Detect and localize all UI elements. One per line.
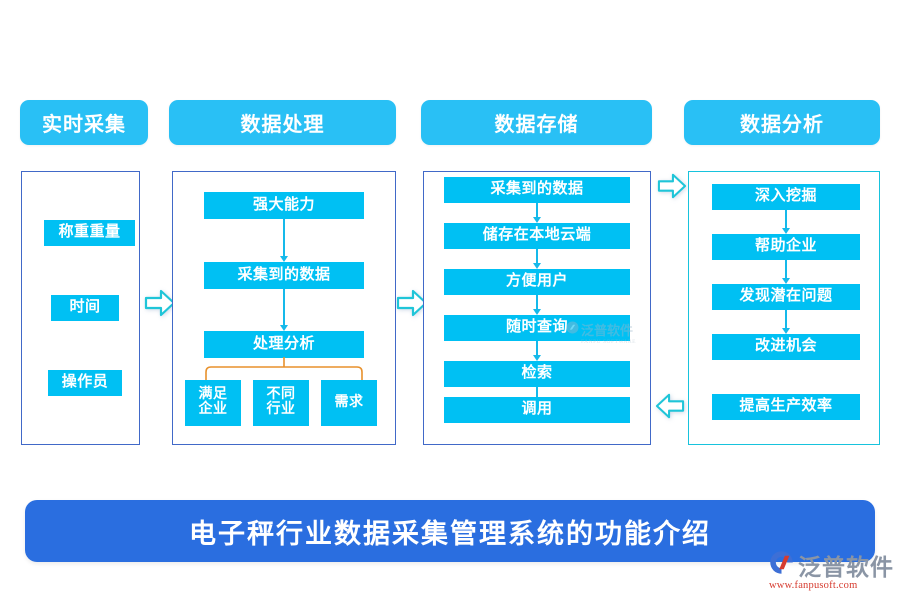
column-header-data-analysis: 数据分析 (684, 100, 880, 145)
chip-label: 随时查询 (505, 319, 568, 336)
connector-arrowhead (781, 228, 790, 234)
branch-connector (205, 357, 363, 384)
connector-line (536, 295, 539, 313)
chip-store-local-cloud: 储存在本地云端 (444, 223, 630, 249)
connector-line (536, 249, 539, 267)
chip-satisfy-enterprise: 满足 企业 (185, 380, 241, 426)
arrow-col1-to-col2-icon (144, 288, 176, 323)
chip-anytime-query: 随时查询 (444, 315, 630, 341)
chip-label: 帮助企业 (754, 238, 817, 255)
connector-arrowhead (532, 355, 541, 361)
chip-demand: 需求 (321, 380, 377, 426)
connector-arrowhead (532, 217, 541, 223)
chip-label: 方便用户 (505, 273, 568, 290)
connector-arrowhead (279, 256, 288, 262)
banner-title: 电子秤行业数据采集管理系统的功能介绍 (189, 518, 711, 549)
column-header-label: 数据存储 (494, 114, 579, 136)
chip-label: 提高生产效率 (739, 398, 833, 415)
chip-improve-productivity: 提高生产效率 (712, 394, 860, 420)
chip-label: 处理分析 (252, 335, 315, 352)
chip-invoke: 调用 (444, 397, 630, 423)
arrow-col4-to-col3-icon (655, 392, 685, 425)
connector-arrowhead (532, 263, 541, 269)
chip-time: 时间 (51, 295, 119, 321)
connector-line (283, 289, 286, 328)
connector-line (283, 219, 286, 259)
chip-label: 深入挖掘 (754, 188, 817, 205)
connector-line (785, 260, 788, 282)
chip-label: 称重重量 (58, 224, 121, 241)
chip-label: 检索 (521, 365, 553, 382)
chip-retrieval: 检索 (444, 361, 630, 387)
chip-label-line2: 行业 (266, 402, 296, 417)
chip-label: 储存在本地云端 (482, 227, 592, 244)
connector-arrowhead (781, 278, 790, 284)
brand-logo-url: www.fanpusoft.com (769, 580, 858, 591)
connector-line (785, 210, 788, 232)
connector-line (536, 341, 539, 359)
column-header-realtime-collection: 实时采集 (20, 100, 148, 145)
connector-line (536, 203, 539, 221)
chip-convenient-user: 方便用户 (444, 269, 630, 295)
chip-label-line1: 满足 (198, 387, 228, 403)
chip-label: 采集到的数据 (237, 266, 331, 283)
chip-weighing-weight: 称重重量 (44, 220, 135, 246)
chip-label-line1: 需求 (334, 394, 364, 410)
chip-label: 强大能力 (252, 196, 315, 213)
chip-powerful-capability: 强大能力 (204, 192, 364, 219)
connector-arrowhead (279, 325, 288, 331)
chip-label-line2: 企业 (198, 402, 228, 417)
column-header-label: 数据分析 (740, 114, 824, 136)
chip-label: 操作员 (61, 374, 109, 391)
chip-help-enterprise: 帮助企业 (712, 234, 860, 260)
chip-label-line1: 不同 (266, 387, 296, 403)
connector-line (785, 310, 788, 332)
arrow-col3-to-col4-icon (657, 172, 687, 205)
arrow-col2-to-col3-icon (396, 288, 428, 323)
chip-deep-mining: 深入挖掘 (712, 184, 860, 210)
chip-label: 改进机会 (754, 338, 817, 355)
chip-operator: 操作员 (48, 370, 122, 396)
column-header-label: 数据处理 (240, 114, 325, 136)
chip-label: 发现潜在问题 (739, 288, 833, 305)
chip-discover-potential-issues: 发现潜在问题 (712, 284, 860, 310)
column-header-data-processing: 数据处理 (169, 100, 396, 145)
connector-arrowhead (781, 328, 790, 334)
chip-label: 采集到的数据 (490, 181, 584, 198)
chip-improvement-opportunity: 改进机会 (712, 334, 860, 360)
connector-arrowhead (532, 309, 541, 315)
title-banner: 电子秤行业数据采集管理系统的功能介绍 (25, 500, 875, 562)
chip-label: 时间 (69, 299, 101, 316)
column-header-label: 实时采集 (42, 114, 126, 136)
chip-label: 调用 (521, 401, 553, 418)
column-header-data-storage: 数据存储 (421, 100, 652, 145)
chip-collected-data-processing: 采集到的数据 (204, 262, 364, 289)
chip-different-industry: 不同 行业 (253, 380, 309, 426)
chip-collected-data-storage: 采集到的数据 (444, 177, 630, 203)
connector-line (536, 387, 539, 405)
chip-process-analysis: 处理分析 (204, 331, 364, 358)
